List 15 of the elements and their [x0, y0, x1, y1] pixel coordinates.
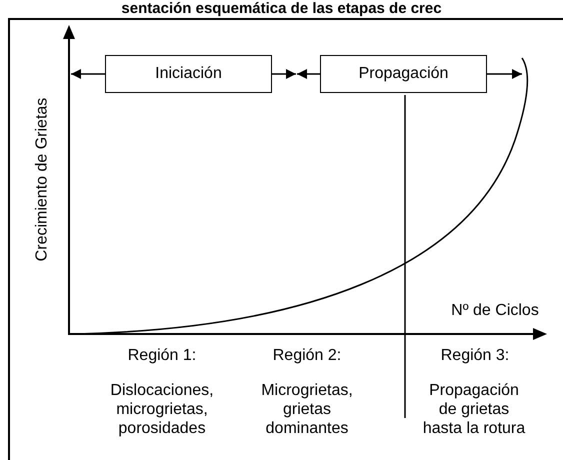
region-description: Microgrietas, grietas dominantes: [260, 381, 354, 438]
arrow: [71, 69, 105, 79]
region-heading: Región 3:: [440, 346, 510, 365]
region-description: Dislocaciones, microgrietas, porosidades: [109, 381, 215, 438]
stage-box: Iniciación: [105, 55, 272, 93]
region-heading: Región 2:: [272, 346, 342, 365]
stage-box: Propagación: [320, 55, 487, 93]
arrow: [487, 69, 522, 79]
axis-label: Crecimiento de Grietas: [32, 98, 52, 262]
region-heading: Región 1:: [126, 346, 198, 365]
region-description: Propagación de grietas hasta la rotura: [422, 381, 526, 438]
axis-label: Nº de Ciclos: [450, 301, 540, 320]
arrow: [297, 69, 320, 79]
arrow: [272, 69, 296, 79]
title: sentación esquemática de las etapas de crec: [120, 0, 443, 18]
